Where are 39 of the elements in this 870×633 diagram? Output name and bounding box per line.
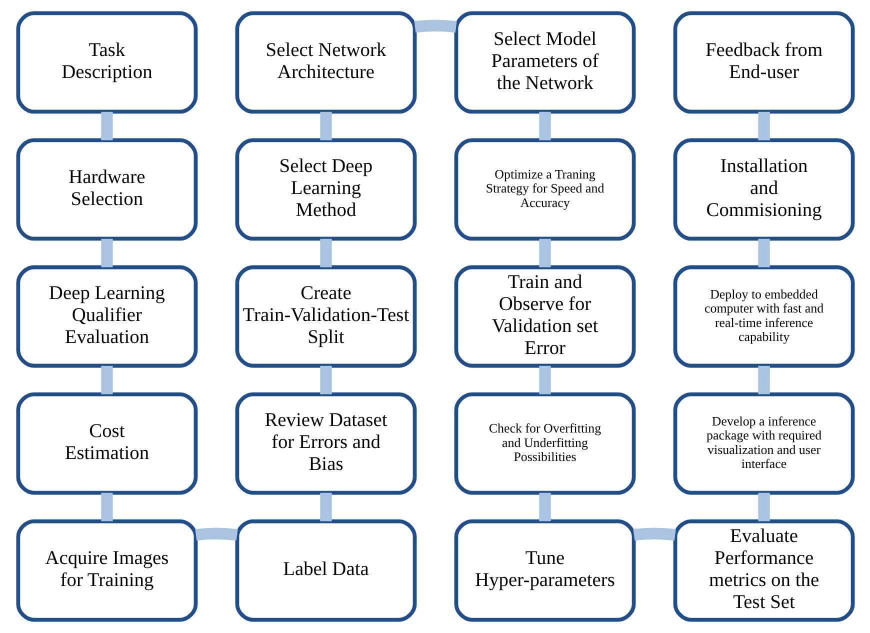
node-box: Review Dataset for Errors and Bias xyxy=(234,392,416,495)
connector xyxy=(320,112,332,140)
node-box: Hardware Selection xyxy=(16,138,198,241)
node-box: Deploy to embedded computer with fast and real-time inference capability xyxy=(672,265,854,368)
connector xyxy=(758,112,770,140)
connector xyxy=(320,238,332,268)
node-box: Select Model Parameters of the Network xyxy=(454,11,636,114)
connector xyxy=(538,492,550,522)
node-box: Evaluate Performance metrics on the Test Set xyxy=(672,519,854,622)
node-box: Select Deep Learning Method xyxy=(234,138,416,241)
connector xyxy=(538,366,550,394)
connector xyxy=(538,238,550,268)
node-box: Create Train-Validation-Test Split xyxy=(234,265,416,368)
connector xyxy=(100,238,112,268)
node-box: Task Description xyxy=(16,11,198,114)
node-box: Train and Observe for Validation set Error xyxy=(454,265,636,368)
node-box: Feedback from End-user xyxy=(672,11,854,114)
connector xyxy=(758,366,770,394)
node-box: Select Network Architecture xyxy=(234,11,416,114)
node-box: Acquire Images for Training xyxy=(16,519,198,622)
connector xyxy=(100,366,112,394)
node-box: Check for Overfitting and Underfitting Possibilities xyxy=(454,392,636,495)
node-box: Label Data xyxy=(234,519,416,622)
connector xyxy=(414,20,456,33)
connector xyxy=(100,112,112,140)
connector xyxy=(320,492,332,522)
connector xyxy=(758,238,770,268)
connector xyxy=(194,528,238,541)
connector xyxy=(100,492,112,522)
connector xyxy=(538,112,550,140)
node-box: Cost Estimation xyxy=(16,392,198,495)
node-box: Deep Learning Qualifier Evaluation xyxy=(16,265,198,368)
node-box: Develop a inference package with required visualization and user interface xyxy=(672,392,854,495)
node-box: Optimize a Traning Strategy for Speed and Accuracy xyxy=(454,138,636,241)
connector xyxy=(632,528,676,541)
connector xyxy=(758,492,770,522)
connector xyxy=(320,366,332,394)
node-box: Tune Hyper-parameters xyxy=(454,519,636,622)
node-box: Installation and Commisioning xyxy=(672,138,854,241)
